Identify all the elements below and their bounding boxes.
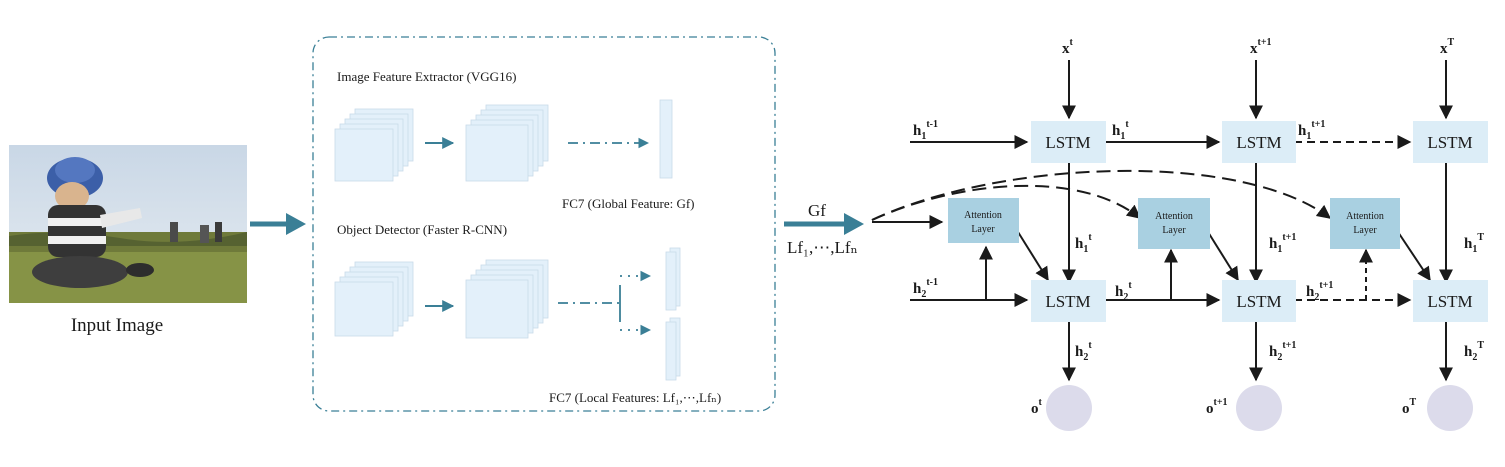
h1-vertical-t1: h1t+1 xyxy=(1269,232,1296,255)
feature-map-stack xyxy=(334,108,414,182)
lstm-cell-l1-t1: LSTM xyxy=(1222,121,1296,163)
extractor-panel xyxy=(312,36,776,412)
input-x-t1: xt+1 xyxy=(1250,37,1272,57)
feature-map-stack xyxy=(334,261,414,337)
fc7-global-caption: FC7 (Global Feature: Gf) xyxy=(562,196,695,211)
h1-vertical-t: h1t xyxy=(1075,232,1092,255)
gf-label: Gf xyxy=(808,201,826,220)
h2-vertical-t1: h2t+1 xyxy=(1269,340,1296,363)
h2-horizontal-t1: h2t+1 xyxy=(1306,280,1333,303)
h2-prev-label: h2t-1 xyxy=(913,277,938,300)
local-feature-vector xyxy=(665,247,681,311)
lstm-cell-l1-t: LSTM xyxy=(1031,121,1106,163)
h2-vertical-T: h2T xyxy=(1464,340,1484,363)
lstm-label: LSTM xyxy=(1045,292,1090,311)
attention-label-line1: Attention xyxy=(1155,211,1193,222)
child-figure xyxy=(32,157,154,288)
detector-title: Object Detector (Faster R-CNN) xyxy=(337,222,507,237)
background-people xyxy=(170,222,222,243)
feature-map-stack xyxy=(465,104,549,182)
fc7-global-vector xyxy=(659,99,673,179)
fc7-local-caption: FC7 (Local Features: Lf₁,⋯,Lfₙ) xyxy=(549,390,721,405)
vgg-title: Image Feature Extractor (VGG16) xyxy=(337,69,516,84)
h2-horizontal-t: h2t xyxy=(1115,280,1132,303)
feature-map-stack xyxy=(465,259,549,339)
lstm-label: LSTM xyxy=(1427,292,1472,311)
h1-prev-label: h1t-1 xyxy=(913,119,938,142)
extractor-to-decoder-arrow xyxy=(784,213,864,235)
attention-layer-t: Attention Layer xyxy=(948,198,1019,243)
local-feature-vector xyxy=(665,317,681,381)
input-x-T: xT xyxy=(1440,37,1455,57)
detector-feature-maps xyxy=(334,247,681,381)
input-image xyxy=(9,145,247,303)
lstm-label: LSTM xyxy=(1045,133,1090,152)
attention-label-line2: Layer xyxy=(1353,225,1377,236)
lstm-label: LSTM xyxy=(1236,292,1281,311)
h2-vertical-t: h2t xyxy=(1075,340,1092,363)
output-o-t: ot xyxy=(1031,397,1043,417)
lstm-cell-l2-t1: LSTM xyxy=(1222,280,1296,322)
h1-horizontal-t: h1t xyxy=(1112,119,1129,142)
lf-label: Lf₁,⋯,Lfₙ xyxy=(787,238,858,257)
input-image-caption: Input Image xyxy=(71,315,163,336)
attention-label-line1: Attention xyxy=(964,210,1002,221)
output-node-t xyxy=(1046,385,1092,431)
lstm-cell-l2-t: LSTM xyxy=(1031,280,1106,322)
image-to-extractor-arrow xyxy=(250,213,306,235)
vgg-feature-maps xyxy=(334,99,673,182)
lstm-cell-l2-T: LSTM xyxy=(1413,280,1488,322)
attention-label-line2: Layer xyxy=(1162,225,1186,236)
output-node-t1 xyxy=(1236,385,1282,431)
output-o-t1: ot+1 xyxy=(1206,397,1228,417)
h1-vertical-T: h1T xyxy=(1464,232,1484,255)
lstm-cell-l1-T: LSTM xyxy=(1413,121,1488,163)
attention-layer-t1: Attention Layer xyxy=(1138,198,1210,249)
lstm-label: LSTM xyxy=(1236,133,1281,152)
lstm-label: LSTM xyxy=(1427,133,1472,152)
output-o-T: oT xyxy=(1402,397,1417,417)
attention-label-line1: Attention xyxy=(1346,211,1384,222)
attention-layer-T: Attention Layer xyxy=(1330,198,1400,249)
attention-label-line2: Layer xyxy=(971,224,995,235)
input-x-t: xt xyxy=(1062,37,1074,57)
output-node-T xyxy=(1427,385,1473,431)
h1-horizontal-t1: h1t+1 xyxy=(1298,119,1325,142)
